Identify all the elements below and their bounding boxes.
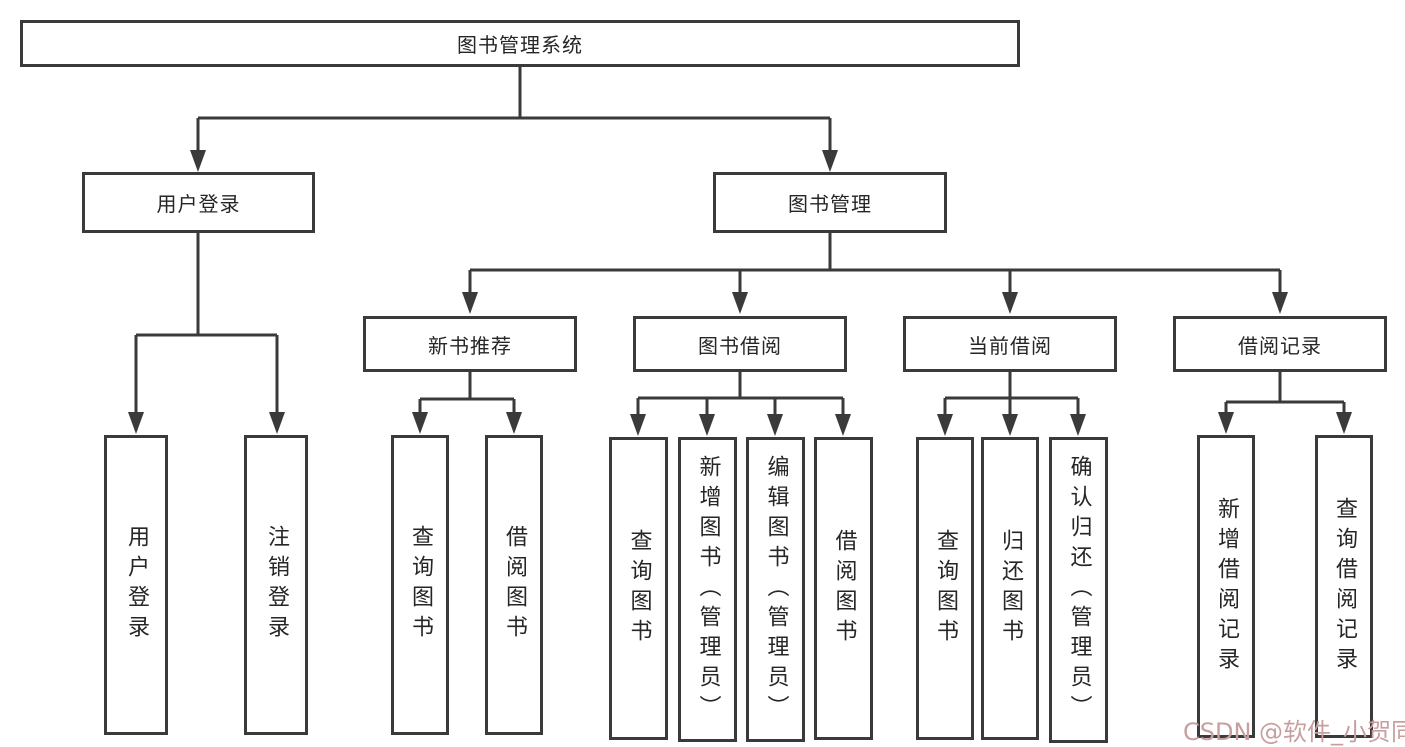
leaf-query-books-recommend-label: 查询图书: [408, 525, 433, 645]
node-book-management-label: 图书管理: [788, 192, 872, 216]
node-new-book-recommend-label: 新书推荐: [428, 333, 512, 358]
node-book-borrow-label: 图书借阅: [698, 333, 782, 358]
leaf-add-borrow-record-label: 新增借阅记录: [1214, 496, 1239, 677]
node-borrow-records: 借阅记录: [1173, 316, 1387, 372]
leaf-add-borrow-record: 新增借阅记录: [1197, 435, 1255, 738]
leaf-user-login: 用户登录: [104, 435, 168, 735]
node-current-borrow: 当前借阅: [903, 316, 1117, 372]
leaf-logout-label: 注销登录: [264, 525, 289, 645]
connector-borrow-records: [1226, 372, 1344, 404]
leaf-return-books: 归还图书: [981, 437, 1039, 740]
leaf-edit-books-admin: 编辑图书（管理员）: [746, 437, 805, 742]
node-current-borrow-label: 当前借阅: [968, 333, 1052, 358]
leaf-query-books-borrow: 查询图书: [609, 437, 668, 740]
node-root-label: 图书管理系统: [457, 33, 583, 57]
leaf-query-borrow-record: 查询借阅记录: [1315, 435, 1373, 738]
leaf-borrow-books-label: 借阅图书: [831, 528, 857, 649]
leaf-borrow-books-recommend: 借阅图书: [485, 435, 543, 735]
connector-user-login: [136, 233, 277, 337]
node-book-management: 图书管理: [713, 172, 947, 233]
leaf-query-books-current-label: 查询图书: [933, 528, 958, 649]
leaf-query-books-current: 查询图书: [916, 437, 974, 740]
leaf-logout: 注销登录: [244, 435, 308, 735]
leaf-edit-books-admin-label: 编辑图书（管理员）: [763, 454, 789, 725]
node-user-login-label: 用户登录: [156, 192, 241, 216]
leaf-query-borrow-record-label: 查询借阅记录: [1332, 496, 1357, 677]
leaf-borrow-books: 借阅图书: [814, 437, 873, 740]
node-book-borrow: 图书借阅: [633, 316, 847, 372]
leaf-query-books-borrow-label: 查询图书: [626, 528, 652, 649]
leaf-query-books-recommend: 查询图书: [391, 435, 449, 735]
leaf-confirm-return-admin-label: 确认归还（管理员）: [1066, 455, 1092, 725]
connector-book-management: [470, 233, 1280, 272]
leaf-confirm-return-admin: 确认归还（管理员）: [1049, 437, 1108, 743]
node-new-book-recommend: 新书推荐: [363, 316, 577, 372]
connector-current-borrow: [945, 372, 1078, 400]
csdn-watermark: CSDN @软件_小贺同学: [1183, 718, 1405, 746]
connector-root: [198, 67, 830, 120]
leaf-borrow-books-recommend-label: 借阅图书: [502, 525, 527, 645]
node-root: 图书管理系统: [20, 20, 1020, 67]
leaf-user-login-label: 用户登录: [124, 525, 149, 645]
connector-book-borrow: [638, 372, 843, 400]
connector-new-book: [420, 372, 514, 401]
leaf-return-books-label: 归还图书: [998, 528, 1023, 649]
leaf-add-books-admin-label: 新增图书（管理员）: [695, 454, 721, 725]
node-borrow-records-label: 借阅记录: [1238, 333, 1322, 358]
node-user-login: 用户登录: [82, 172, 315, 233]
leaf-add-books-admin: 新增图书（管理员）: [678, 437, 737, 742]
